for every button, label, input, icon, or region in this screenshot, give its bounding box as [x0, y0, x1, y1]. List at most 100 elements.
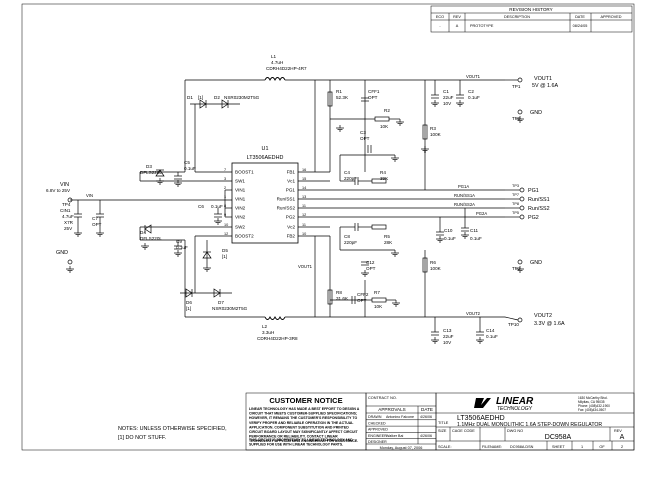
svg-text:PG1: PG1 [528, 188, 539, 194]
diode-d5: D5 [1] [202, 240, 228, 265]
diode-d6: D6 [1] [180, 288, 200, 311]
resistor-r1: R1 52.3K [327, 89, 349, 107]
svg-text:OPT: OPT [92, 222, 102, 227]
cap-c8: C8 220pF [340, 223, 359, 245]
diode-d7: D7 NSR0230M2T5G [200, 288, 248, 311]
ground-icon [391, 250, 399, 257]
svg-text:CFF2: CFF2 [357, 292, 369, 297]
svg-text:3.3V @ 1.6A: 3.3V @ 1.6A [534, 321, 565, 327]
net-vout2: VOUT2 [466, 311, 481, 316]
customer-notice-title: CUSTOMER NOTICE [269, 396, 342, 405]
ic-pin-right-name: Vc2 [287, 225, 295, 230]
notice-footer-line: SUPPLIED FOR USE WITH LINEAR TECHNOLOGY … [249, 442, 343, 446]
approval-name: Walker Bai [386, 434, 403, 438]
sheet-label: SHEET [552, 445, 565, 449]
svg-text:10V: 10V [443, 101, 452, 106]
svg-text:0.1uF: 0.1uF [486, 334, 498, 339]
ic-pin-right-name: FB2 [287, 234, 296, 239]
cap-cff2: CFF2 OPT [351, 292, 369, 304]
rev-header-description: DESCRIPTION [504, 15, 530, 19]
ground-icon [391, 155, 399, 162]
approvals-date-header: DATE [421, 407, 433, 412]
terminal-vout1: VOUT1 5V @ 1.6A TP1 [505, 76, 559, 89]
svg-text:220pF: 220pF [344, 240, 357, 245]
cap-c2: C2 0.1uF [456, 89, 480, 100]
svg-text:TP5: TP5 [512, 211, 519, 215]
terminal-pg1: PG1 TP3 [505, 184, 539, 194]
svg-text:31.6K: 31.6K [336, 296, 349, 301]
note-line-1: NOTES: UNLESS OTHERWISE SPECIFIED, [118, 426, 227, 432]
svg-text:[1]: [1] [222, 254, 227, 259]
ic-pin-left-number: 12 [224, 232, 228, 236]
ic-pin-right-name: Run/SS1 [277, 197, 296, 202]
size-label: SIZE [438, 429, 447, 433]
ic-pin-left-number: 3 [224, 177, 226, 181]
svg-text:C13: C13 [443, 328, 452, 333]
terminal-vout2: VOUT2 3.3V @ 1.6A TP10 [504, 313, 565, 327]
ic-pin-left-name: VIN2 [235, 206, 246, 211]
notice-line: VERIFY PROPER AND RELIABLE OPERATION IN … [249, 421, 354, 425]
resistor-r7: R7 10K [365, 290, 396, 309]
svg-text:C7: C7 [92, 216, 98, 221]
print-date: Monday, August 07, 2006 [380, 446, 423, 450]
svg-text:R5: R5 [384, 234, 390, 239]
svg-text:D6: D6 [186, 300, 192, 305]
ground-icon [396, 119, 404, 126]
svg-text:6.8V to 25V: 6.8V to 25V [46, 188, 71, 193]
cap-c10: C10 0.1uF [436, 217, 456, 241]
ic-pin-right-number: 16 [302, 168, 306, 172]
svg-text:4.7uH: 4.7uH [271, 60, 283, 65]
rev-date: 08/24/05 [573, 24, 588, 28]
svg-text:VIN: VIN [60, 182, 69, 188]
ground-icon [141, 243, 149, 250]
ground-icon [431, 100, 439, 107]
inductor-l1: L1 4.7uH CDRH4D22HP-4R7 [264, 54, 307, 82]
cap-c7: C7 OPT [92, 200, 104, 230]
wires [70, 79, 505, 332]
svg-text:OPT: OPT [368, 95, 378, 100]
revision-history: REVISION HISTORY ECO REV DESCRIPTION DAT… [430, 5, 633, 33]
ground-icon [421, 146, 429, 153]
ic-pin-left-name: SW2 [235, 225, 245, 230]
svg-text:DFLS220L: DFLS220L [140, 236, 162, 241]
resistor-r4: R4 39K [358, 170, 389, 184]
ic-pin-left-number: 10 [224, 223, 228, 227]
svg-text:NSR0230M2T5G: NSR0230M2T5G [224, 95, 260, 100]
address-1: 1630 McCarthy Blvd. [578, 396, 608, 400]
net-runss1a: RUN/SS1A [454, 193, 475, 198]
svg-text:L2: L2 [262, 324, 268, 329]
svg-text:TP3: TP3 [512, 184, 519, 188]
svg-text:R2: R2 [384, 108, 390, 113]
ground-icon [361, 270, 369, 277]
ic-u1: U1 LT3506AEDHD BOOST17SW13VIN12VIN11VIN2… [224, 146, 306, 244]
diode-d3: D3 DFLS220L [140, 164, 165, 177]
svg-text:TP8: TP8 [512, 202, 519, 206]
cap-c14: C14 0.1uF [476, 328, 498, 339]
terminal-gnd1: GND TP9 [512, 109, 542, 121]
dwg-number: DC958A [545, 434, 572, 441]
approval-role: DESIGNER [368, 440, 387, 444]
ic-pin-left-name: VIN1 [235, 188, 246, 193]
notice-footer-line: THIS CIRCUIT IS PROPRIETARY TO LINEAR TE… [249, 438, 353, 442]
svg-text:4.7uF: 4.7uF [62, 214, 74, 219]
svg-text:C12: C12 [366, 260, 375, 265]
ground-icon [74, 230, 82, 237]
rev-eco: - [439, 24, 441, 28]
ground-icon [516, 116, 524, 123]
rev-header-approved: APPROVED [600, 15, 621, 19]
logo-subtext: TECHNOLOGY [497, 406, 533, 412]
ground-symbols [66, 100, 524, 344]
rev-header-rev: REV [453, 15, 461, 19]
svg-text:OPT: OPT [366, 266, 376, 271]
svg-text:C8: C8 [344, 234, 350, 239]
approvals-header: APPROVALS [378, 407, 406, 412]
svg-text:[1]: [1] [186, 306, 191, 311]
diode-d4: D4 DFLS220L [140, 224, 162, 241]
svg-text:52.3K: 52.3K [336, 95, 349, 100]
svg-text:0.1uF: 0.1uF [470, 236, 482, 241]
ic-part: LT3506AEDHD [247, 155, 284, 161]
inductor-l2: L2 3.3uH CDRH4D22HP-3R8 [257, 315, 298, 341]
approval-date: 4/26/06 [420, 415, 432, 419]
svg-text:L1: L1 [271, 54, 277, 59]
